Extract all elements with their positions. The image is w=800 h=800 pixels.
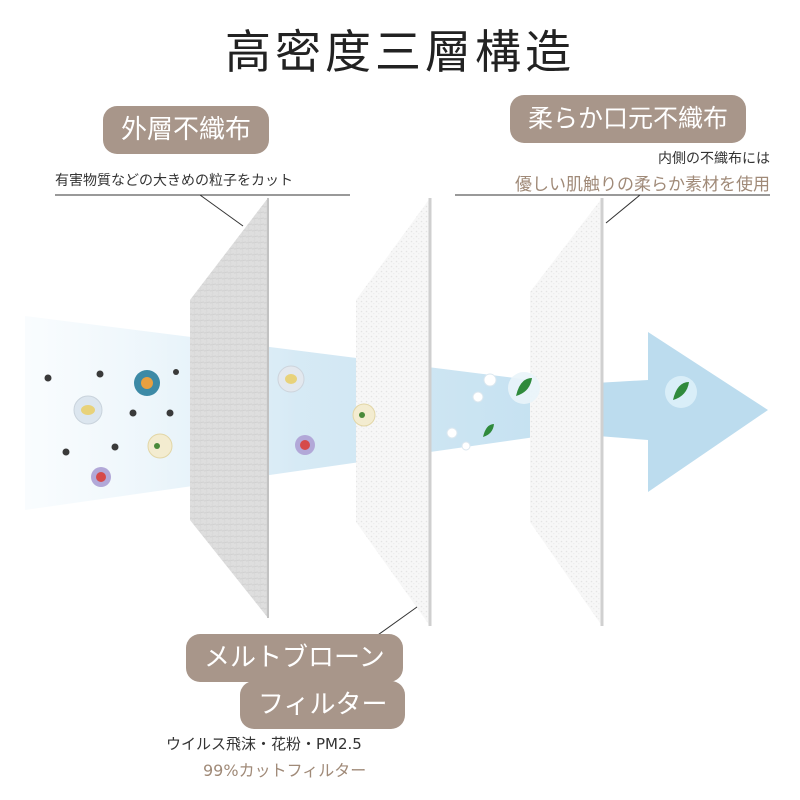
- meltblown-layer-panel: [356, 198, 432, 626]
- air-flow-arrow: [560, 332, 768, 492]
- outer-layer-description: 有害物質などの大きめの粒子をカット: [55, 173, 293, 189]
- inner-layer-description-2: 優しい肌触りの柔らか素材を使用: [515, 175, 770, 195]
- meltblown-label-line2: フィルター: [240, 681, 406, 729]
- meltblown-label-line1: メルトブローン: [186, 634, 403, 682]
- outer-layer-panel: [190, 198, 269, 618]
- inner-layer-label: 柔らか口元不織布: [510, 95, 747, 143]
- leaf-icon: [483, 372, 697, 437]
- pollen-icon: [73, 365, 376, 459]
- virus-icon: [91, 435, 315, 487]
- leader-lines: [55, 194, 770, 638]
- droplet-icon: [446, 373, 497, 451]
- particle-icon: [44, 369, 179, 456]
- inner-layer-panel: [530, 198, 604, 626]
- outer-layer-label: 外層不織布: [103, 106, 270, 154]
- meltblown-description-1: ウイルス飛沫・花粉・PM2.5: [166, 735, 362, 753]
- inner-layer-description-1: 内側の不織布には: [658, 151, 770, 167]
- meltblown-description-2: 99%カットフィルター: [203, 761, 367, 780]
- page-title: 高密度三層構造: [225, 25, 575, 79]
- air-beam: [25, 316, 570, 510]
